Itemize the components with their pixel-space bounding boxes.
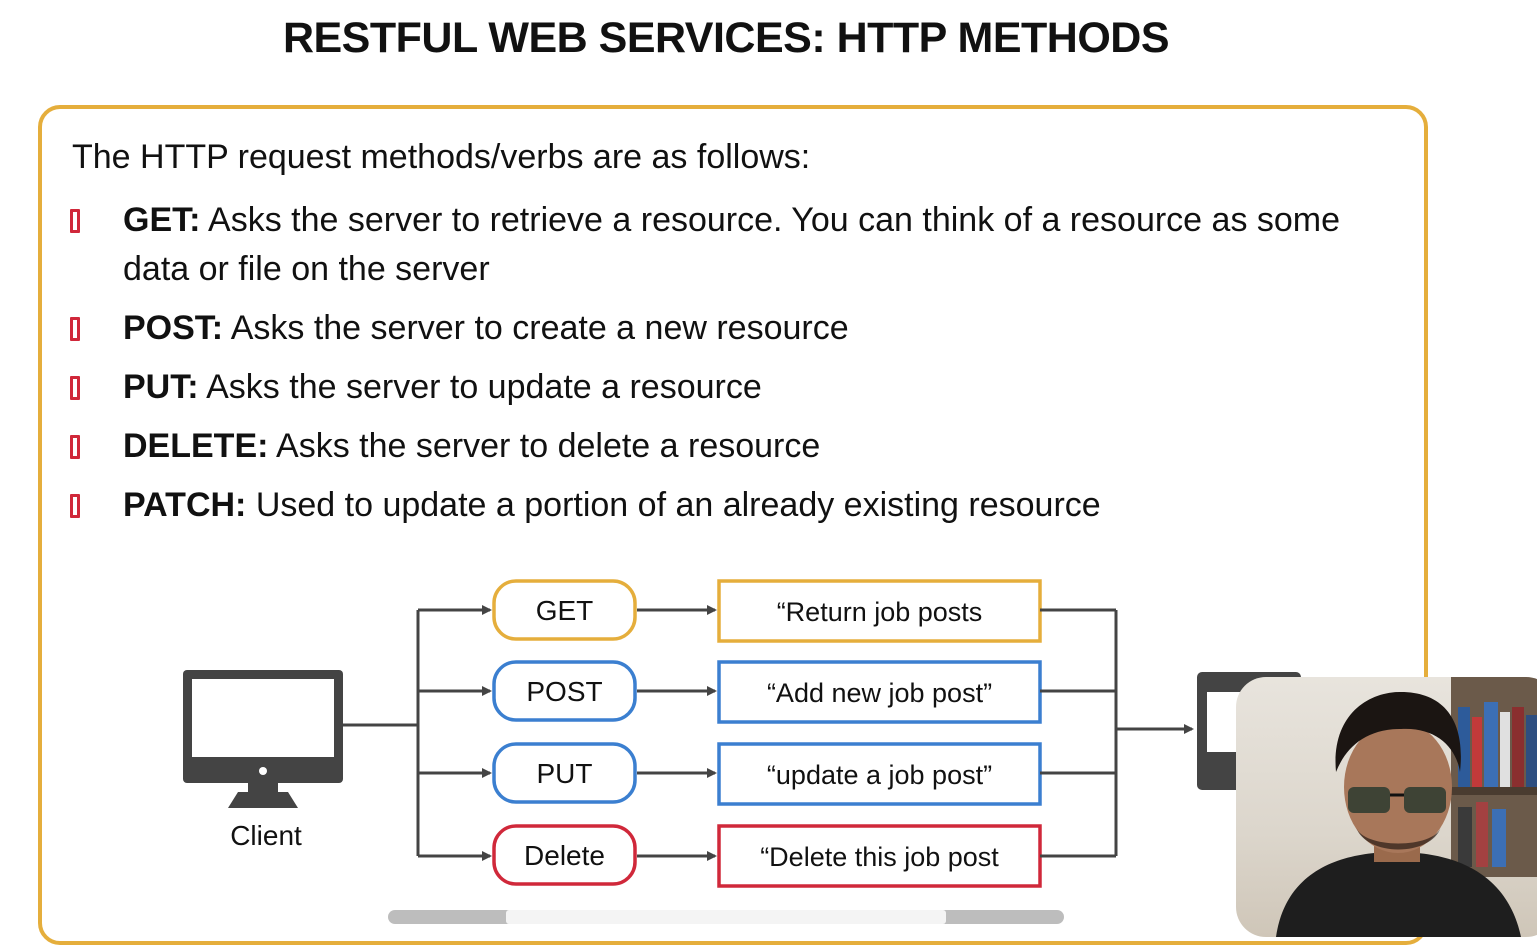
- method-pill-put: PUT: [492, 742, 637, 804]
- method-pill-label: POST: [526, 676, 602, 707]
- action-box-put: “update a job post”: [717, 742, 1042, 806]
- intro-text: The HTTP request methods/verbs are as fo…: [72, 138, 811, 176]
- presenter-webcam-overlay: [1236, 677, 1537, 937]
- method-description: Asks the server to delete a resource: [268, 427, 821, 465]
- method-description: Asks the server to create a new resource: [223, 309, 849, 347]
- method-pill-label: Delete: [524, 840, 605, 871]
- method-name: PATCH:: [123, 486, 247, 524]
- method-description: Asks the server to update a resource: [198, 368, 762, 406]
- bullet-marker-icon: [70, 317, 80, 341]
- method-pill-delete: Delete: [492, 824, 637, 886]
- method-description: Used to update a portion of an already e…: [246, 486, 1101, 524]
- method-pill-get: GET: [492, 579, 637, 641]
- method-pill-post: POST: [492, 660, 637, 722]
- client-label: Client: [230, 820, 302, 851]
- method-name: PUT:: [123, 368, 199, 406]
- method-description: Asks the server to retrieve a resource. …: [123, 201, 1341, 288]
- bullet-marker-icon: [70, 209, 80, 233]
- bullet-marker-icon: [70, 435, 80, 459]
- action-box-post: “Add new job post”: [717, 660, 1042, 724]
- method-name: DELETE:: [123, 427, 269, 465]
- http-methods-diagram: Client GET POST PUT Delete “Return job p…: [183, 579, 1301, 888]
- action-label: “Return job posts: [777, 597, 983, 627]
- method-pill-label: PUT: [537, 758, 593, 789]
- method-pill-label: GET: [536, 595, 594, 626]
- horizontal-scrollbar[interactable]: [388, 910, 1064, 924]
- pill-to-action-arrows: [637, 605, 717, 861]
- method-name: POST:: [123, 309, 224, 347]
- presenter-webcam-icon: [1276, 677, 1537, 937]
- action-label: “Delete this job post: [760, 842, 999, 872]
- client-monitor-icon: [183, 670, 343, 808]
- action-label: “Add new job post”: [767, 678, 992, 708]
- slide-title: RESTFUL WEB SERVICES: HTTP METHODS: [282, 14, 1170, 62]
- client-connector: [343, 605, 492, 861]
- method-name: GET:: [123, 201, 201, 239]
- action-label: “update a job post”: [767, 760, 992, 790]
- bullet-marker-icon: [70, 494, 80, 518]
- action-box-delete: “Delete this job post: [717, 824, 1042, 888]
- action-to-server-connector: [1040, 608, 1194, 858]
- scrollbar-thumb[interactable]: [506, 910, 946, 924]
- bullet-marker-icon: [70, 376, 80, 400]
- action-box-get: “Return job posts: [717, 579, 1042, 643]
